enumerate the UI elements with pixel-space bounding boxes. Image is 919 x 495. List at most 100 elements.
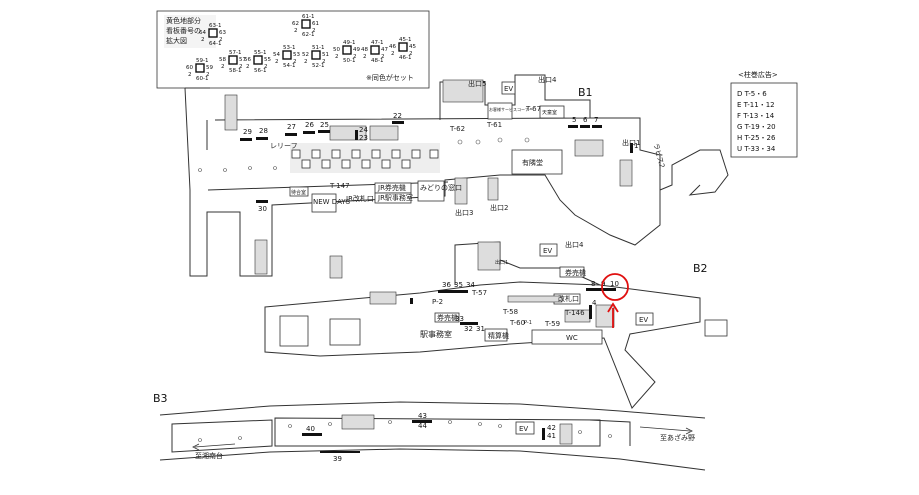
ticket-box-1 — [559, 266, 585, 278]
floor-b3: B3 EV 40 43 44 42 41 39 至湘南台 至あざみ野 — [153, 392, 706, 471]
legend-item: H T-25・26 — [737, 134, 776, 142]
ticket-box-2 — [434, 312, 460, 323]
legend-item: G T-19・20 — [737, 123, 776, 131]
legend-item: U T-33・34 — [737, 145, 776, 153]
inset-sign-s2: 2 — [312, 28, 316, 34]
service-label: お客様サービスコーナー — [489, 106, 533, 112]
num-25: 25 — [320, 121, 329, 129]
legend-item: D T-5・6 — [737, 90, 767, 98]
room-newdays — [311, 193, 337, 213]
inset-sign-square — [282, 50, 292, 60]
relief-panels — [290, 143, 440, 173]
exit-1-label: 出口1 — [622, 138, 640, 147]
inset-sign-left: 58 — [219, 57, 226, 63]
inset-sign-top: 59-1 — [196, 58, 208, 64]
inset-sign-s2: 2 — [409, 51, 413, 57]
b2-ev-1 — [539, 243, 558, 257]
newdays-label: NEW DAYS — [313, 198, 351, 206]
exit-4-label: 出口4 — [538, 75, 557, 84]
inset-sign-square — [311, 50, 321, 60]
code-p2: P-2 — [432, 298, 443, 306]
num-42: 42 — [547, 424, 556, 432]
highlight-circle — [601, 273, 629, 301]
code-t62: T-62 — [449, 125, 465, 133]
wc-label: WC — [566, 334, 578, 342]
jr-ticket-label: JR券売機 — [377, 183, 406, 192]
inset-sign-square — [195, 63, 205, 73]
inset-sign-left: 56 — [244, 57, 251, 63]
gate-label: 改札口 — [558, 294, 579, 303]
inset-sign-bottom: 60-1 — [196, 76, 208, 82]
stair — [477, 241, 501, 271]
num-36: 36 — [442, 281, 451, 289]
ticket-1-label: 券売機 — [565, 268, 586, 277]
inset-sign-s1: 2 — [363, 54, 367, 60]
code-t146: T-146 — [564, 309, 585, 317]
inset-sign-top: 45-1 — [399, 37, 411, 43]
inset-sign-square — [370, 45, 380, 55]
inset-sign-top: 51-1 — [312, 45, 324, 51]
inset-sign-top: 55-1 — [254, 50, 266, 56]
inset-sign-s2: 2 — [322, 59, 326, 65]
midori-label: みどりの窓口 — [420, 183, 462, 192]
inset-sign-top: 63-1 — [209, 23, 221, 29]
inset-sign-square — [253, 55, 263, 65]
inset-sign-bottom: 46-1 — [399, 55, 411, 61]
b2-ev-2-label: EV — [639, 316, 648, 324]
columns-b3 — [198, 420, 612, 442]
stair — [574, 139, 604, 157]
num-44: 44 — [418, 422, 427, 430]
b1-ev — [501, 81, 516, 95]
inset-sign-square — [301, 19, 311, 29]
num-8: 8 — [591, 280, 595, 288]
code-t147: T-147 — [329, 182, 350, 190]
info-label: 待合室 — [291, 189, 306, 196]
inset-sign-left: 64 — [199, 30, 206, 36]
num-39: 39 — [333, 455, 342, 463]
inset-sign-s1: 2 — [188, 72, 192, 78]
num-31: 31 — [476, 325, 485, 333]
inset-sign-right: 53 — [293, 52, 300, 58]
ticket-2-label: 券売機 — [437, 313, 458, 322]
inset-sign-s1: 2 — [335, 54, 339, 60]
inset-sign-right: 57 — [239, 57, 246, 63]
num-28: 28 — [259, 127, 268, 135]
room-yurindo — [511, 149, 563, 175]
b2-ev-2 — [635, 312, 654, 326]
yurindo-label: 有隣堂 — [522, 158, 543, 167]
code-t59: T-59 — [544, 320, 560, 328]
inset-note: ※同色がセット — [366, 73, 414, 82]
stair — [329, 255, 343, 279]
b2-exit-1-label: 出口1 — [495, 259, 508, 266]
inset-sign-s2: 2 — [353, 54, 357, 60]
legend-item: E T-11・12 — [737, 101, 775, 109]
exit-3-label: 出口3 — [455, 208, 473, 217]
inset-sign-bottom: 64-1 — [209, 41, 221, 47]
legend-box: <柱巻広告> D T-5・6 E T-11・12 F T-13・14 G T-1… — [730, 70, 798, 158]
ad-panels-b2 — [410, 288, 616, 325]
inset-sign-bottom: 48-1 — [371, 58, 383, 64]
inset-sign-s2: 2 — [264, 64, 268, 70]
b2-ev-1-label: EV — [543, 247, 552, 255]
lapis-label: ラピス2 — [652, 142, 666, 169]
inset-sign-s1: 2 — [221, 64, 225, 70]
b3-ev-label: EV — [519, 425, 528, 433]
stair — [369, 125, 399, 141]
num-27: 27 — [287, 123, 296, 131]
legend-title: <柱巻広告> — [738, 70, 778, 79]
inset-sign-right: 61 — [312, 21, 319, 27]
dir-right-label: 至あざみ野 — [660, 433, 695, 442]
num-6: 6 — [583, 116, 588, 124]
num-33: 33 — [455, 315, 464, 323]
stair — [559, 423, 573, 445]
office-label: 駅事務室 — [420, 329, 452, 339]
tenkai-label: 天童室 — [542, 109, 557, 116]
code-t58: T-58 — [502, 308, 518, 316]
floor-label-b2: B2 — [693, 262, 708, 275]
